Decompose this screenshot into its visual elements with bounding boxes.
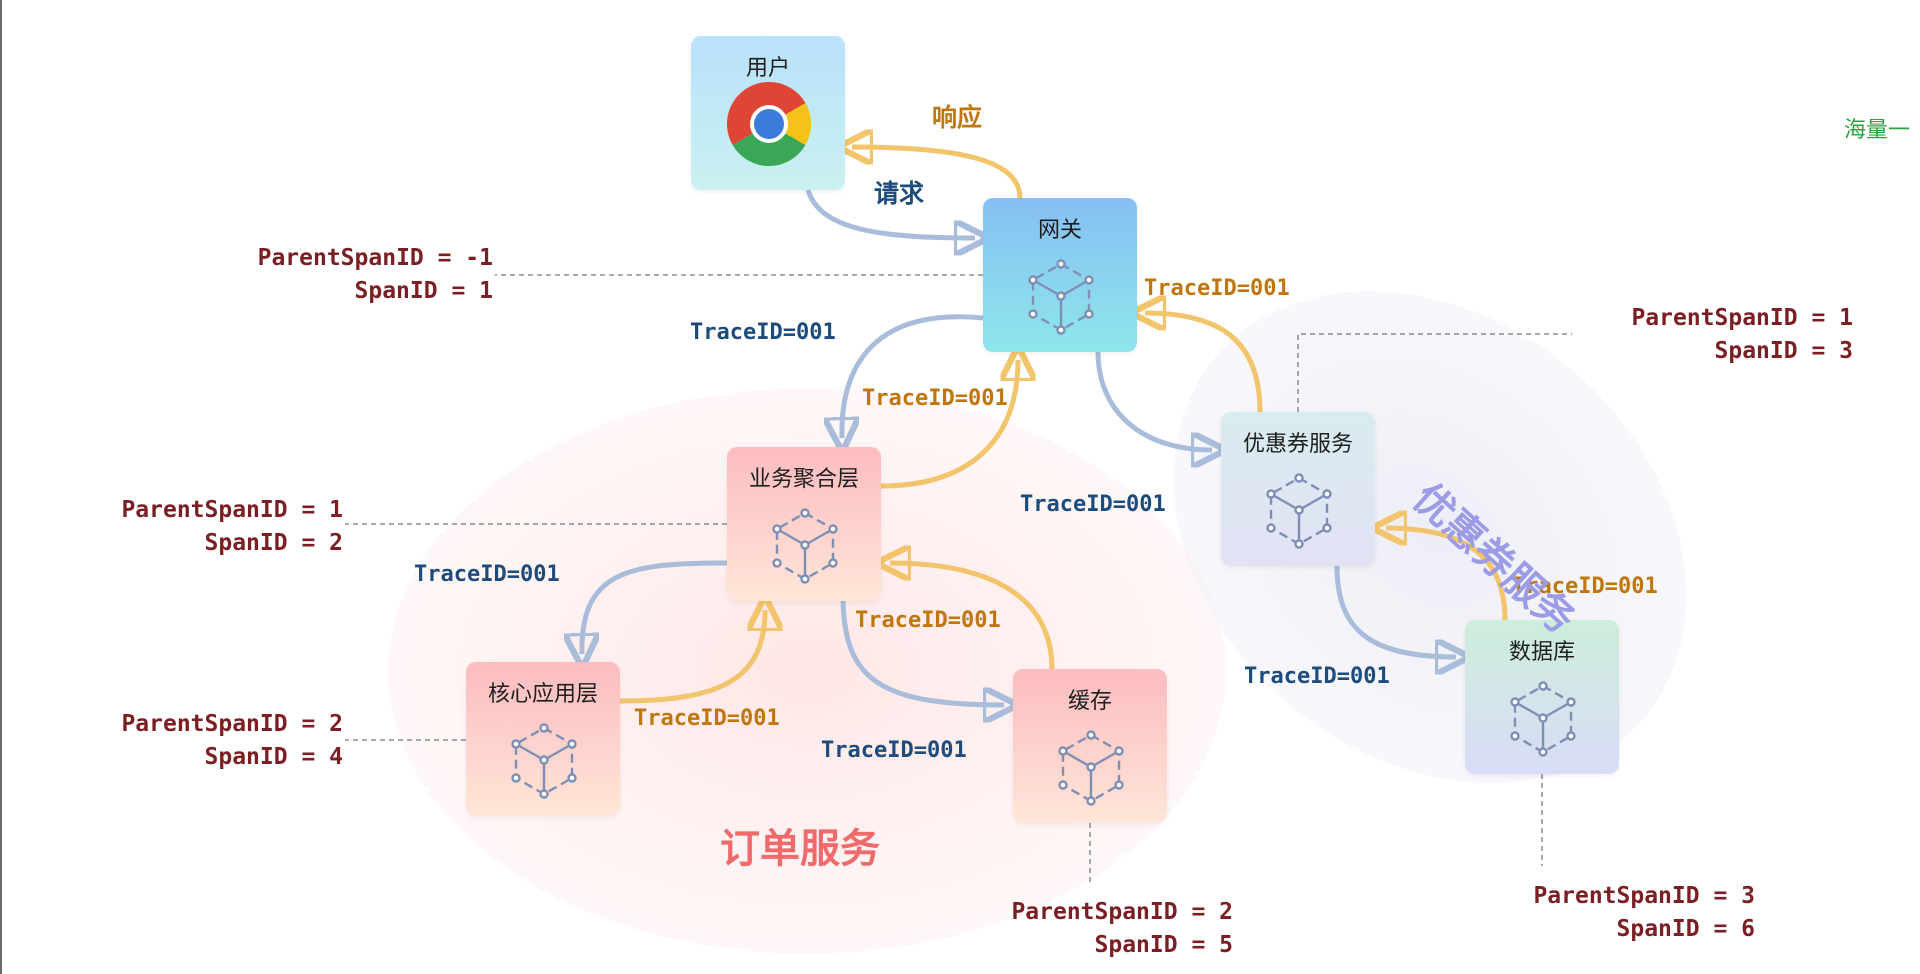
- arrow-user-to-gateway: [805, 189, 975, 238]
- cube-icon: [508, 720, 580, 804]
- trace-label-db-to-coupon: TraceID=001: [1512, 574, 1658, 599]
- node-label: 优惠券服务: [1242, 432, 1353, 457]
- arrow-gateway-to-user: [852, 147, 1023, 199]
- trace-label-coupon-to-gw: TraceID=001: [1144, 276, 1290, 301]
- arrow-gateway-to-agg: [842, 314, 984, 438]
- node-label: 用户: [745, 56, 790, 81]
- arrow-cache-to-agg: [890, 563, 1055, 670]
- parent-span-id: ParentSpanID = 2: [121, 711, 343, 737]
- left-border: [0, 0, 2, 974]
- span-id: SpanID = 4: [204, 744, 343, 770]
- node-label: 核心应用层: [487, 682, 598, 707]
- span-id: SpanID = 6: [1616, 916, 1755, 942]
- span-info-core: ParentSpanID = 2 SpanID = 4: [55, 708, 343, 774]
- response-label: 响应: [932, 103, 983, 132]
- trace-label-gw-to-agg: TraceID=001: [690, 320, 836, 345]
- node-core: 核心应用层: [466, 662, 620, 816]
- arrow-agg-to-gateway: [880, 360, 1018, 489]
- parent-span-id: ParentSpanID = -1: [257, 245, 493, 271]
- node-label: 缓存: [1067, 689, 1112, 714]
- node-cache: 缓存: [1013, 669, 1167, 823]
- chrome-icon: [726, 81, 812, 167]
- span-info-cache: ParentSpanID = 2 SpanID = 5: [945, 896, 1233, 962]
- arrow-agg-to-core: [582, 560, 728, 654]
- arrow-coupon-to-db: [1334, 565, 1456, 657]
- cube-icon: [1507, 678, 1579, 762]
- arrow-gateway-to-coupon: [1095, 351, 1212, 450]
- span-id: SpanID = 5: [1094, 932, 1233, 958]
- arrow-coupon-to-gateway: [1145, 313, 1263, 413]
- trace-label-cache-to-agg: TraceID=001: [855, 608, 1001, 633]
- span-info-coupon: ParentSpanID = 1 SpanID = 3: [1565, 302, 1853, 368]
- parent-span-id: ParentSpanID = 1: [121, 497, 343, 523]
- node-label: 网关: [1037, 218, 1082, 243]
- parent-span-id: ParentSpanID = 1: [1631, 305, 1853, 331]
- span-id: SpanID = 2: [204, 530, 343, 556]
- order-service-title: 订单服务: [720, 826, 880, 872]
- span-info-aggregation: ParentSpanID = 1 SpanID = 2: [55, 494, 343, 560]
- span-info-gateway: ParentSpanID = -1 SpanID = 1: [185, 242, 493, 308]
- span-info-database: ParentSpanID = 3 SpanID = 6: [1467, 880, 1755, 946]
- trace-label-gw-to-coupon: TraceID=001: [1020, 492, 1166, 517]
- node-label: 数据库: [1508, 640, 1575, 665]
- span-id: SpanID = 3: [1714, 338, 1853, 364]
- node-label: 业务聚合层: [748, 467, 859, 492]
- watermark-text: 海量一: [1844, 118, 1911, 143]
- trace-label-agg-to-gw: TraceID=001: [862, 386, 1008, 411]
- node-gateway: 网关: [983, 198, 1137, 352]
- node-coupon: 优惠券服务: [1221, 412, 1375, 566]
- trace-label-agg-to-core: TraceID=001: [414, 562, 560, 587]
- arrow-db-to-coupon: [1386, 528, 1508, 621]
- span-id: SpanID = 1: [354, 278, 493, 304]
- request-label: 请求: [874, 179, 925, 208]
- node-database: 数据库: [1465, 620, 1619, 774]
- cube-icon: [1025, 256, 1097, 340]
- leader-coupon: [1297, 333, 1572, 412]
- parent-span-id: ParentSpanID = 2: [1011, 899, 1233, 925]
- cube-icon: [769, 505, 841, 589]
- parent-span-id: ParentSpanID = 3: [1533, 883, 1755, 909]
- arrow-core-to-agg: [619, 610, 765, 704]
- cube-icon: [1263, 470, 1335, 554]
- node-user: 用户: [691, 36, 845, 190]
- arrow-agg-to-cache: [840, 600, 1004, 705]
- node-aggregation: 业务聚合层: [727, 447, 881, 601]
- cube-icon: [1055, 727, 1127, 811]
- trace-label-core-to-agg: TraceID=001: [634, 706, 780, 731]
- trace-label-coupon-to-db: TraceID=001: [1244, 664, 1390, 689]
- trace-label-agg-to-cache: TraceID=001: [821, 738, 967, 763]
